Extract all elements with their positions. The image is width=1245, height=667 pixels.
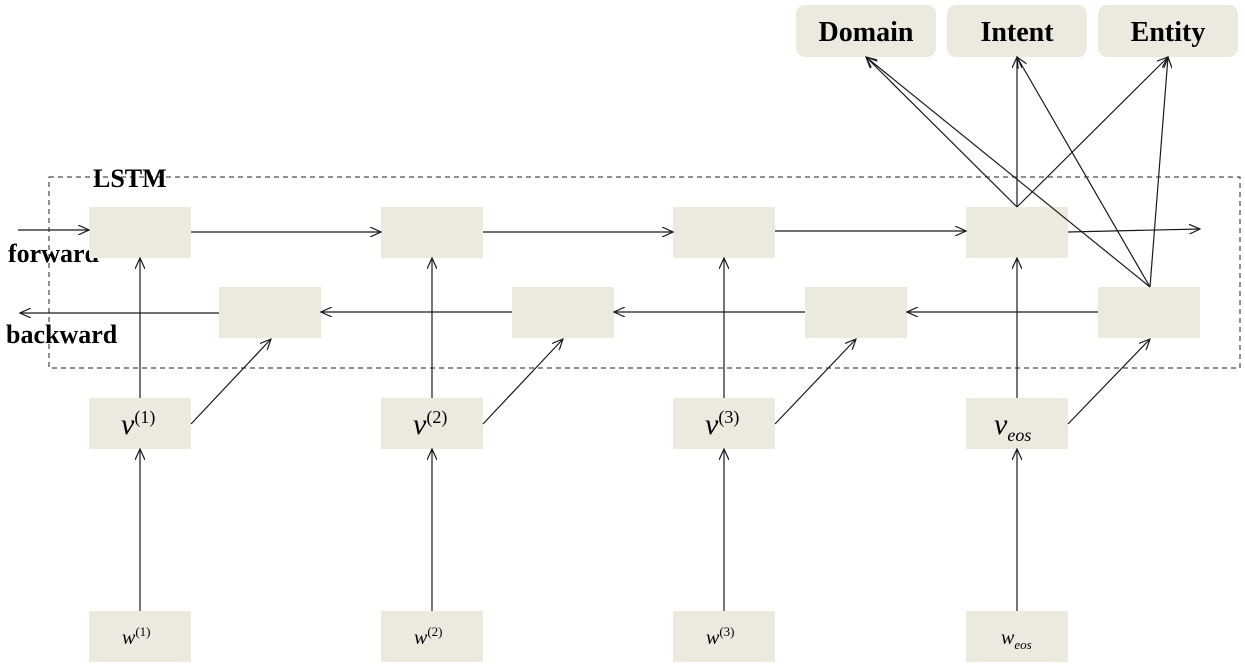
domain-box: [796, 5, 936, 57]
vector-box: [381, 398, 483, 449]
vector-box: [673, 398, 775, 449]
backward-to-entity-arrow: [1149, 57, 1168, 288]
word-box: [673, 611, 775, 662]
word-box: [89, 611, 191, 662]
vector-label: v(2): [413, 407, 447, 441]
entity-label: Entity: [1131, 17, 1206, 48]
vector-to-backward-arrow: [774, 339, 856, 425]
vector-to-backward-arrow: [1067, 339, 1150, 425]
backward-cell: [512, 287, 614, 338]
word-box: [381, 611, 483, 662]
word-label: w(1): [122, 624, 151, 649]
forward-to-entity-arrow: [1016, 57, 1168, 208]
forward-output-arrow: [1067, 229, 1200, 232]
vector-label: veos: [994, 408, 1031, 445]
vector-box: [89, 398, 191, 449]
vector-label: v(3): [705, 407, 739, 441]
vector-box: [966, 398, 1068, 449]
forward-cell: [381, 207, 483, 258]
lstm-region: [48, 176, 1241, 369]
entity-box: [1098, 5, 1238, 57]
domain-label: Domain: [819, 17, 914, 48]
backward-to-intent-arrow: [1017, 57, 1151, 288]
vector-label: v(1): [121, 407, 155, 441]
word-label: weos: [1001, 627, 1032, 652]
forward-cell: [89, 207, 191, 258]
backward-cell: [805, 287, 907, 338]
backward-cell: [219, 287, 321, 338]
forward-cell: [966, 207, 1068, 258]
backward-to-domain-arrow: [866, 57, 1151, 288]
vector-to-backward-arrow: [190, 339, 271, 425]
word-label: w(3): [706, 624, 735, 649]
intent-label: Intent: [980, 17, 1054, 48]
intent-box: [947, 5, 1087, 57]
word-label: w(2): [414, 624, 443, 649]
forward-label: forward: [8, 239, 100, 268]
word-box: [966, 611, 1068, 662]
forward-to-domain-arrow: [866, 57, 1018, 208]
vector-to-backward-arrow: [482, 339, 563, 425]
backward-cell: [1098, 287, 1200, 338]
lstm-label: LSTM: [93, 164, 167, 193]
backward-label: backward: [6, 320, 118, 349]
forward-cell: [673, 207, 775, 258]
